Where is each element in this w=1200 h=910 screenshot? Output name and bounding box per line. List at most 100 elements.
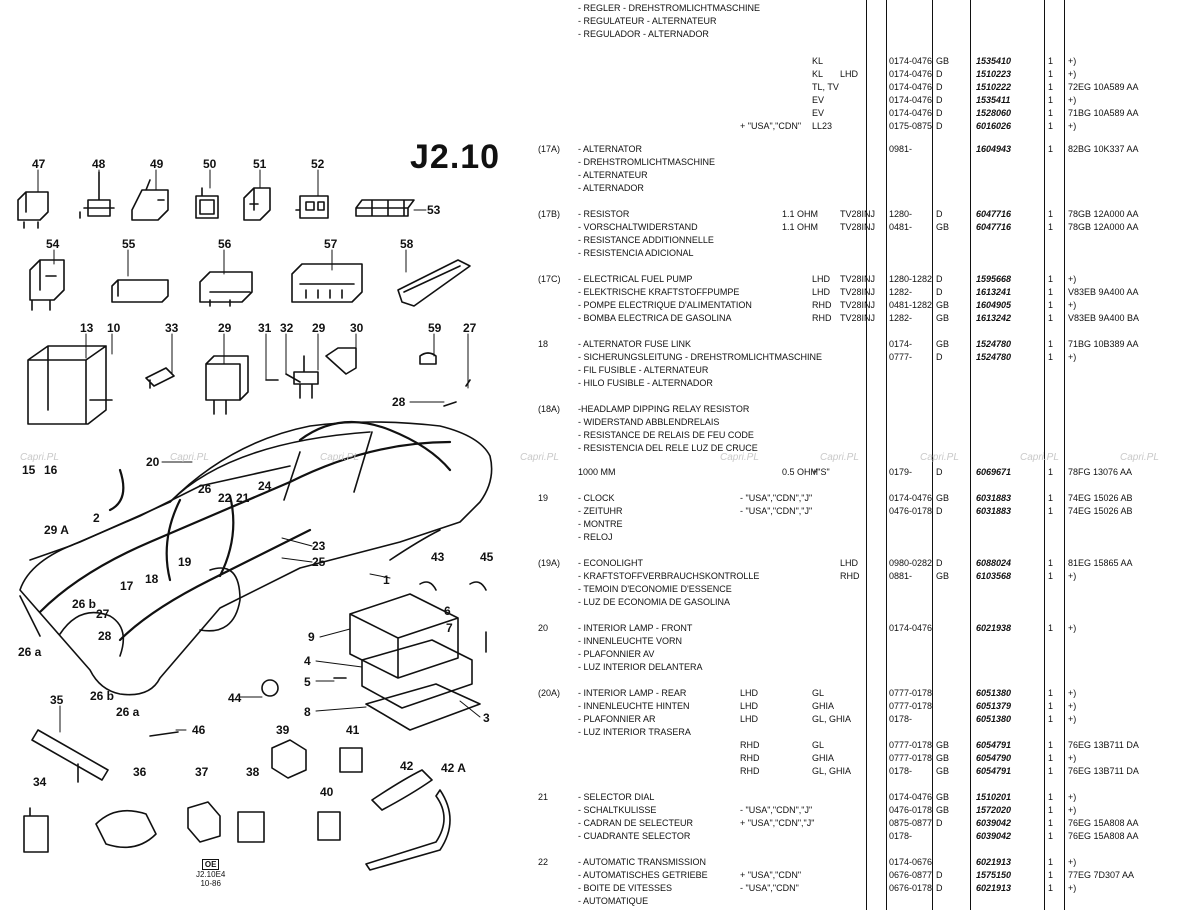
part-number: 6054790	[976, 753, 1012, 763]
model: EV	[812, 95, 825, 105]
table-row: - SCHALTKULISSE- "USA","CDN","J"0476-017…	[530, 804, 1200, 817]
engineering-number: +)	[1068, 352, 1077, 362]
clip-parts-icon	[23, 729, 451, 871]
description: - RESISTANCE DE RELAIS DE FEU CODE	[578, 430, 754, 440]
description: - PLAFONNIER AV	[578, 649, 655, 659]
quantity: 1	[1048, 688, 1054, 698]
engineering-number: +)	[1068, 300, 1077, 310]
stamp-line2: 10-86	[200, 879, 221, 888]
callout-number: 47	[32, 157, 46, 171]
part-number: 6054791	[976, 766, 1012, 776]
callout-number: 40	[320, 785, 334, 799]
table-row: - LUZ DE ECONOMIA DE GASOLINA	[530, 596, 1200, 609]
table-row: - ALTERNATEUR	[530, 169, 1200, 182]
quantity: 1	[1048, 766, 1054, 776]
country-code: D	[936, 870, 943, 880]
engineering-number: 78FG 13076 AA	[1068, 467, 1133, 477]
description: - ALTERNADOR	[578, 183, 644, 193]
country-code: GB	[936, 300, 950, 310]
callout-number: 10	[107, 321, 121, 335]
leader-lines-icon	[37, 169, 481, 733]
parts-table: - REGLER - DREHSTROMLICHTMASCHINE- REGUL…	[530, 0, 1200, 910]
model: LHD	[812, 274, 831, 284]
part-number: 6031883	[976, 506, 1012, 516]
engineering-number: 78GB 12A000 AA	[1068, 209, 1139, 219]
part-number: 6054791	[976, 740, 1012, 750]
description: - VORSCHALTWIDERSTAND	[578, 222, 698, 232]
column-divider	[866, 0, 867, 910]
description: - RESISTENCIA DEL RELE LUZ DE CRUCE	[578, 443, 758, 453]
country-code: GB	[936, 753, 950, 763]
ref-number: (18A)	[538, 404, 561, 414]
country-code: GB	[936, 56, 950, 66]
description: - REGULADOR - ALTERNADOR	[578, 29, 709, 39]
country-code: GB	[936, 313, 950, 323]
callout-number: 23	[312, 539, 326, 553]
date-range: 0178-	[889, 831, 913, 841]
callout-number: 17	[120, 579, 134, 593]
description: - REGULATEUR - ALTERNATEUR	[578, 16, 717, 26]
description: - CLOCK	[578, 493, 615, 503]
quantity: 1	[1048, 287, 1054, 297]
variant: TV28INJ	[840, 274, 876, 284]
callout-number: 2	[93, 511, 100, 525]
country-code: D	[936, 287, 943, 297]
date-range: 0174-0476	[889, 95, 933, 105]
callout-number: 16	[44, 463, 58, 477]
callout-number: 32	[280, 321, 294, 335]
callout-number: 42	[400, 759, 414, 773]
model: KL	[812, 56, 824, 66]
wiring-loom-icon	[38, 420, 452, 642]
part-number: 6069671	[976, 467, 1012, 477]
date-range: 0174-0476	[889, 69, 933, 79]
quantity: 1	[1048, 82, 1054, 92]
table-row: - MONTRE	[530, 518, 1200, 531]
callout-number: 28	[98, 629, 112, 643]
callout-number: 35	[50, 693, 64, 707]
model: LL23	[812, 121, 833, 131]
callout-number: 43	[431, 550, 445, 564]
callout-number: 19	[178, 555, 192, 569]
callout-number: 21	[236, 491, 250, 505]
variant: LHD	[840, 558, 859, 568]
callout-number: 29	[312, 321, 326, 335]
table-row: - AUTOMATIQUE	[530, 895, 1200, 908]
condition: RHD	[740, 753, 760, 763]
table-row: - RESISTANCE DE RELAIS DE FEU CODE	[530, 429, 1200, 442]
date-range: 1280-1282	[889, 274, 933, 284]
callout-number: 13	[80, 321, 94, 335]
callout-number: 29 A	[44, 523, 69, 537]
engineering-number: 71BG 10A589 AA	[1068, 108, 1139, 118]
description: - INTERIOR LAMP - FRONT	[578, 623, 693, 633]
callout-number: 34	[33, 775, 47, 789]
callout-number: 54	[46, 237, 60, 251]
callout-number: 7	[446, 621, 453, 635]
description: - BOMBA ELECTRICA DE GASOLINA	[578, 313, 732, 323]
callout-number: 53	[427, 203, 441, 217]
callout-number: 51	[253, 157, 267, 171]
table-row: - TEMOIN D'ECONOMIE D'ESSENCE	[530, 583, 1200, 596]
condition: RHD	[740, 766, 760, 776]
ref-number: (20A)	[538, 688, 561, 698]
part-number: 1535410	[976, 56, 1012, 66]
callout-number: 33	[165, 321, 179, 335]
callout-number: 37	[195, 765, 209, 779]
quantity: 1	[1048, 831, 1054, 841]
date-range: 0981-	[889, 144, 913, 154]
description: - INTERIOR LAMP - REAR	[578, 688, 687, 698]
quantity: 1	[1048, 274, 1054, 284]
callout-number: 25	[312, 555, 326, 569]
date-range: 0175-0875	[889, 121, 933, 131]
country-code: D	[936, 95, 943, 105]
part-number: 6103568	[976, 571, 1012, 581]
part-number: 1575150	[976, 870, 1012, 880]
